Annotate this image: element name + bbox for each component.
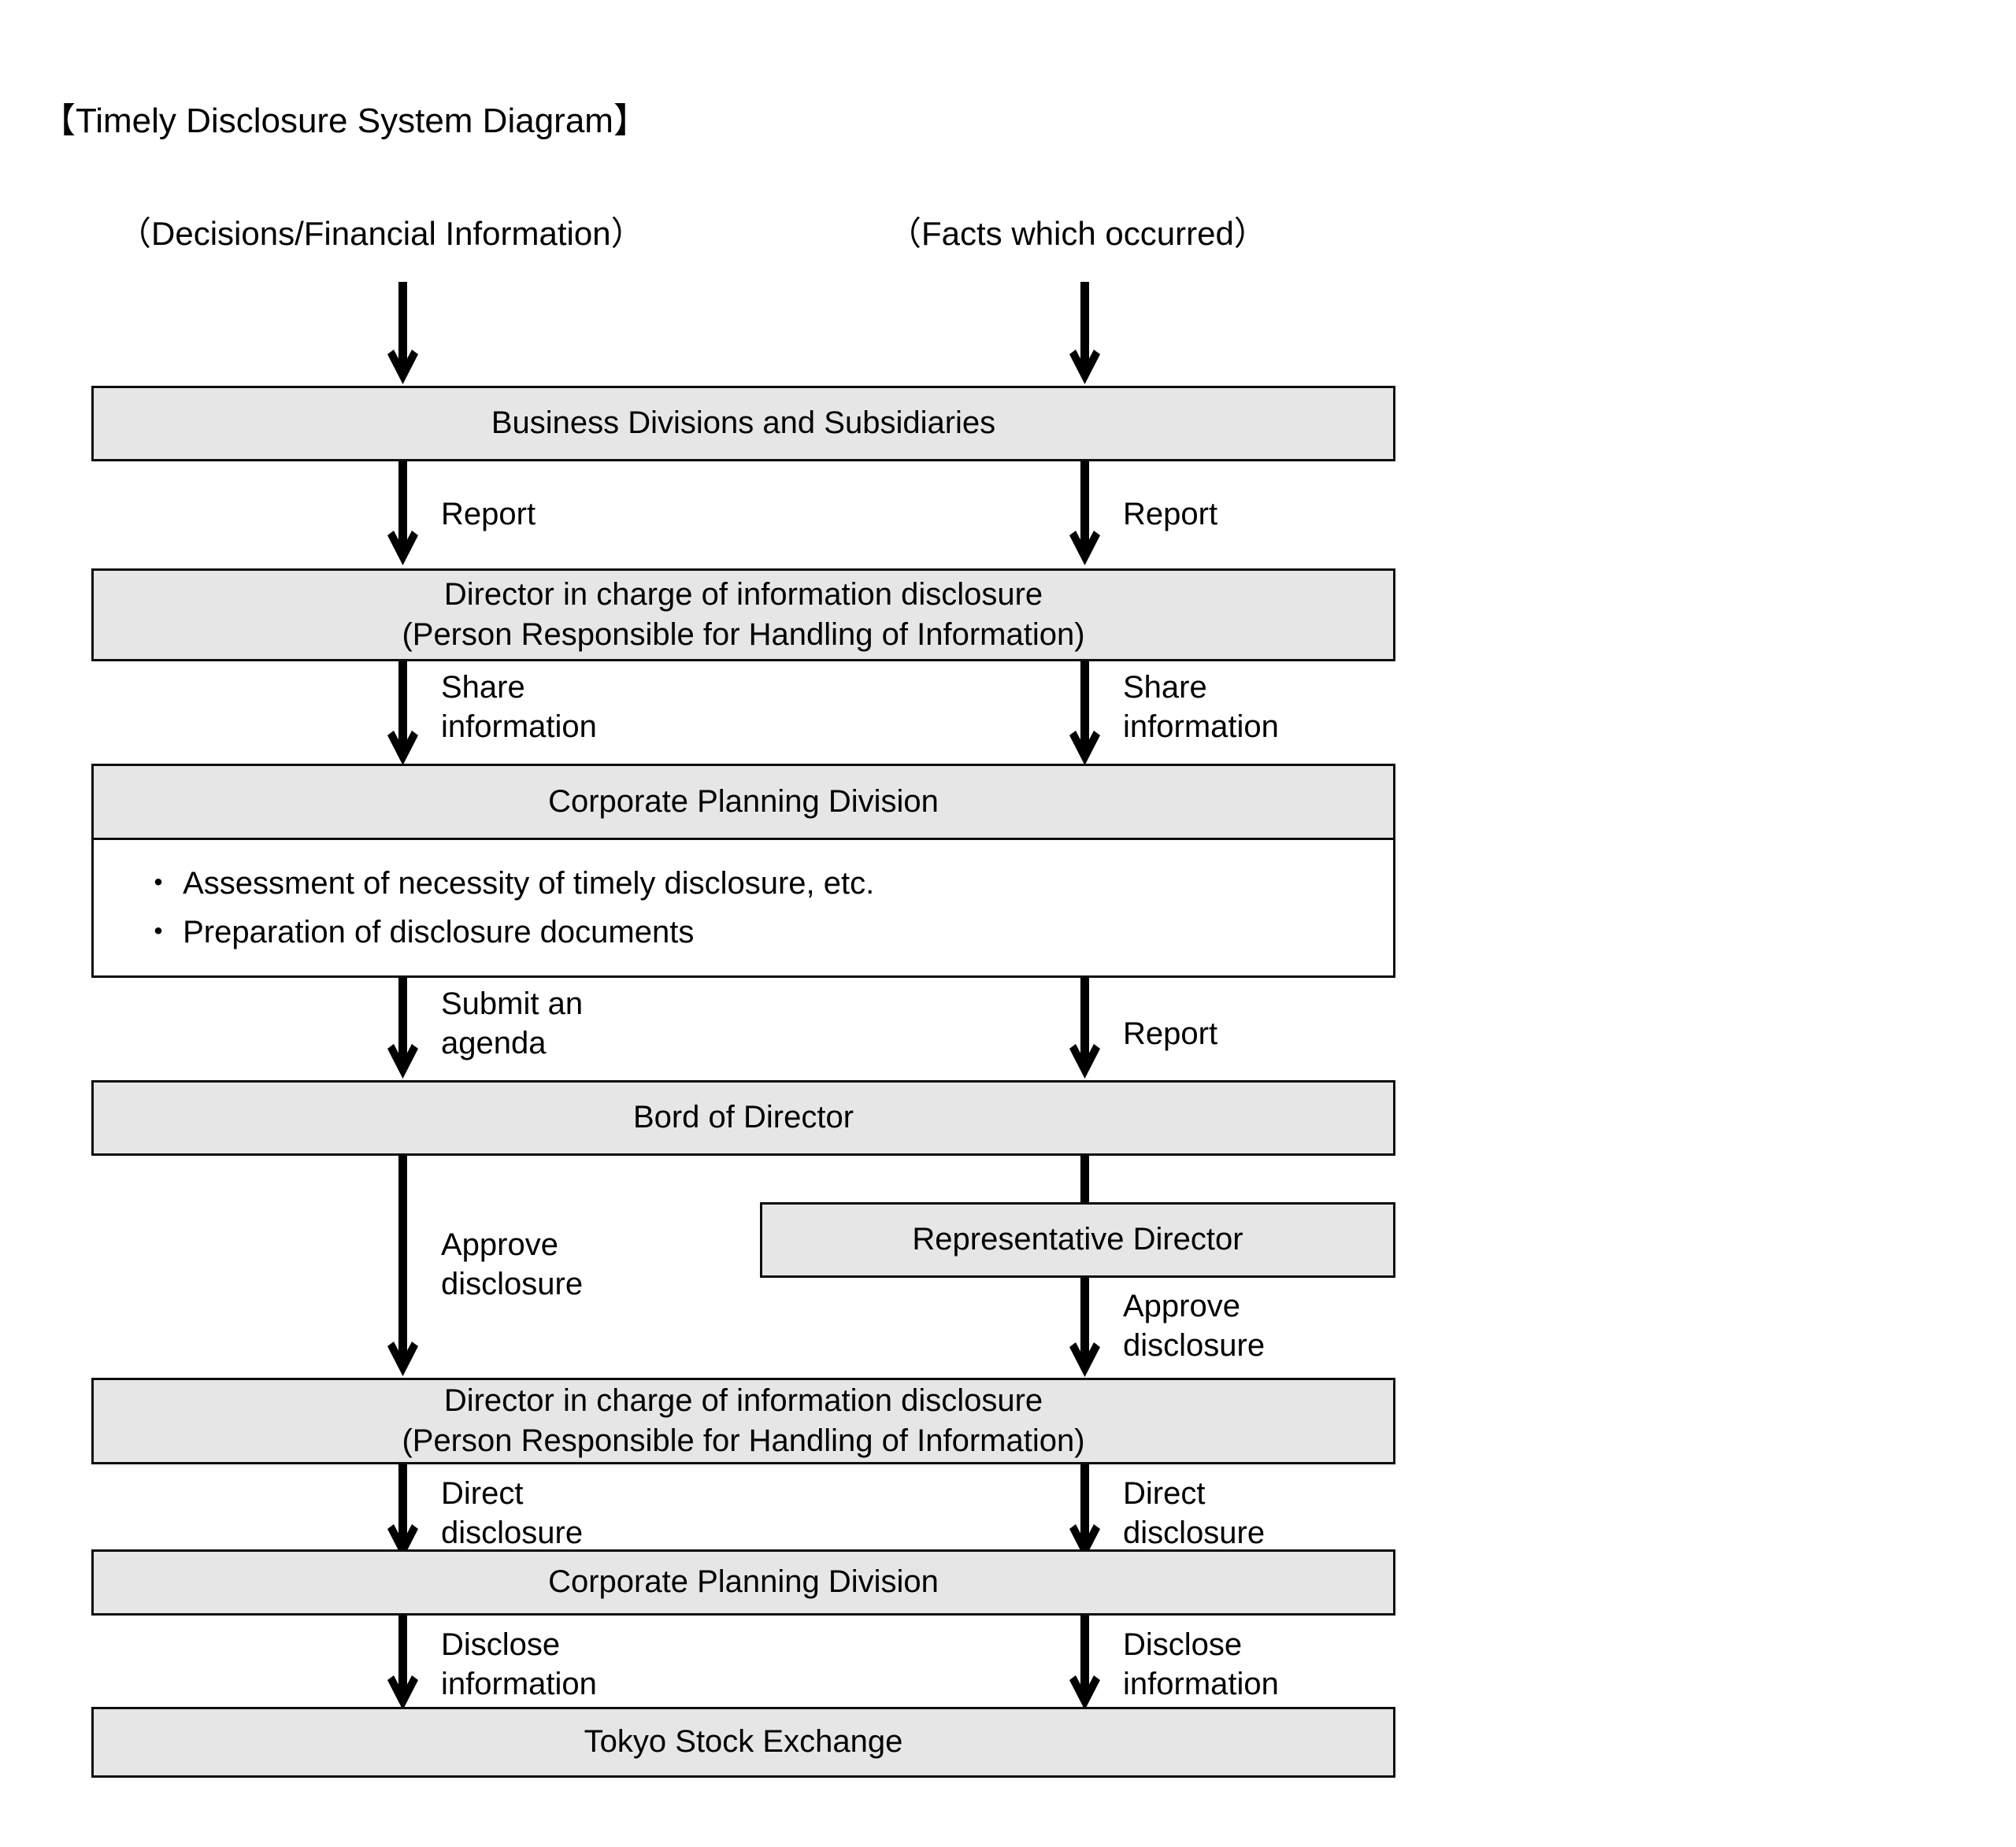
arrow-director-to-corporate-planning-2-left	[386, 1464, 421, 1562]
edge-label-submit-agenda-left: Submit an agenda	[441, 984, 583, 1063]
node-board-of-director-label: Bord of Director	[632, 1100, 854, 1135]
edge-label-share-information-right-line2: information	[1123, 709, 1279, 744]
edge-label-disclose-information-left-line2: information	[441, 1667, 597, 1701]
node-corporate-planning-2: Corporate Planning Division	[91, 1549, 1395, 1616]
edge-label-approve-disclosure-left-line2: disclosure	[441, 1267, 584, 1301]
arrow-source-left-to-business-divisions	[386, 282, 421, 387]
node-board-of-director: Bord of Director	[91, 1080, 1395, 1156]
arrow-business-divisions-to-director-right	[1068, 461, 1102, 568]
edge-label-disclose-information-right-line2: information	[1123, 1667, 1279, 1701]
source-label-right: （Facts which occurred）	[888, 215, 1267, 252]
edge-label-report-right-2: Report	[1123, 1016, 1218, 1051]
node-tokyo-stock-exchange: Tokyo Stock Exchange	[91, 1707, 1395, 1778]
node-director-disclosure-2-line1: Director in charge of information disclo…	[443, 1382, 1043, 1418]
node-director-disclosure-1: Director in charge of information disclo…	[91, 568, 1395, 661]
edge-label-direct-disclosure-right-line1: Direct	[1123, 1476, 1206, 1511]
arrow-director-to-corporate-planning-left	[386, 661, 421, 768]
node-director-disclosure-2-line2: (Person Responsible for Handling of Info…	[402, 1423, 1085, 1458]
edge-label-approve-disclosure-left-line1: Approve	[441, 1227, 558, 1262]
node-director-disclosure-1-line1: Director in charge of information disclo…	[443, 576, 1043, 612]
edge-label-share-information-left-line1: Share	[441, 670, 525, 705]
node-business-divisions: Business Divisions and Subsidiaries	[91, 386, 1395, 461]
node-business-divisions-label: Business Divisions and Subsidiaries	[491, 405, 996, 441]
edge-label-disclose-information-left: Disclose information	[441, 1625, 597, 1704]
edge-label-direct-disclosure-right-line2: disclosure	[1123, 1516, 1266, 1550]
edge-label-approve-disclosure-right-line1: Approve	[1123, 1289, 1240, 1323]
source-label-left: （Decisions/Financial Information）	[118, 215, 644, 252]
edge-label-disclose-information-right-line1: Disclose	[1123, 1627, 1243, 1662]
bullet-item: ・ Preparation of disclosure documents	[143, 915, 695, 949]
edge-label-approve-disclosure-left: Approve disclosure	[441, 1225, 583, 1304]
arrow-corporate-planning-to-tse-left	[386, 1616, 421, 1713]
edge-label-report-left: Report	[441, 497, 536, 531]
edge-label-share-information-right-line1: Share	[1123, 670, 1207, 705]
arrow-corporate-planning-to-board-left	[386, 978, 421, 1082]
connector-board-to-representative-director	[1068, 1156, 1102, 1205]
arrow-source-right-to-business-divisions	[1068, 282, 1102, 387]
arrow-corporate-planning-to-tse-right	[1068, 1616, 1102, 1713]
edge-label-share-information-left-line2: information	[441, 709, 597, 744]
arrow-representative-director-to-director-disclosure	[1068, 1278, 1102, 1380]
edge-label-direct-disclosure-left-line1: Direct	[441, 1476, 524, 1511]
edge-label-submit-agenda-left-line2: agenda	[441, 1026, 547, 1060]
edge-label-approve-disclosure-right: Approve disclosure	[1123, 1286, 1265, 1365]
edge-label-share-information-left: Share information	[441, 668, 597, 746]
node-director-disclosure-2: Director in charge of information disclo…	[91, 1378, 1395, 1464]
node-corporate-planning-1-body: ・ Assessment of necessity of timely disc…	[94, 840, 1393, 975]
edge-label-share-information-right: Share information	[1123, 668, 1279, 746]
edge-label-direct-disclosure-right: Direct disclosure	[1123, 1474, 1265, 1553]
edge-label-disclose-information-right: Disclose information	[1123, 1625, 1279, 1704]
node-representative-director: Representative Director	[760, 1202, 1395, 1278]
node-director-disclosure-1-line2: (Person Responsible for Handling of Info…	[402, 617, 1085, 652]
arrow-corporate-planning-to-board-right	[1068, 978, 1102, 1082]
page-title: 【Timely Disclosure System Diagram】	[41, 102, 648, 140]
arrow-director-to-corporate-planning-2-right	[1068, 1464, 1102, 1562]
node-corporate-planning-1-header: Corporate Planning Division	[94, 766, 1393, 840]
node-representative-director-label: Representative Director	[912, 1222, 1243, 1257]
arrow-board-to-director-disclosure-left	[386, 1156, 421, 1379]
edge-label-submit-agenda-left-line1: Submit an	[441, 986, 584, 1021]
node-corporate-planning-2-label: Corporate Planning Division	[548, 1564, 939, 1600]
bullet-item: ・ Assessment of necessity of timely disc…	[143, 866, 875, 901]
edge-label-disclose-information-left-line1: Disclose	[441, 1627, 561, 1662]
edge-label-report-right: Report	[1123, 497, 1218, 531]
node-tokyo-stock-exchange-label: Tokyo Stock Exchange	[584, 1724, 903, 1760]
edge-label-direct-disclosure-left-line2: disclosure	[441, 1516, 584, 1550]
arrow-business-divisions-to-director-left	[386, 461, 421, 568]
node-corporate-planning-1: Corporate Planning Division ・ Assessment…	[91, 764, 1395, 978]
edge-label-direct-disclosure-left: Direct disclosure	[441, 1474, 583, 1553]
edge-label-approve-disclosure-right-line2: disclosure	[1123, 1328, 1266, 1363]
arrow-director-to-corporate-planning-right	[1068, 661, 1102, 768]
